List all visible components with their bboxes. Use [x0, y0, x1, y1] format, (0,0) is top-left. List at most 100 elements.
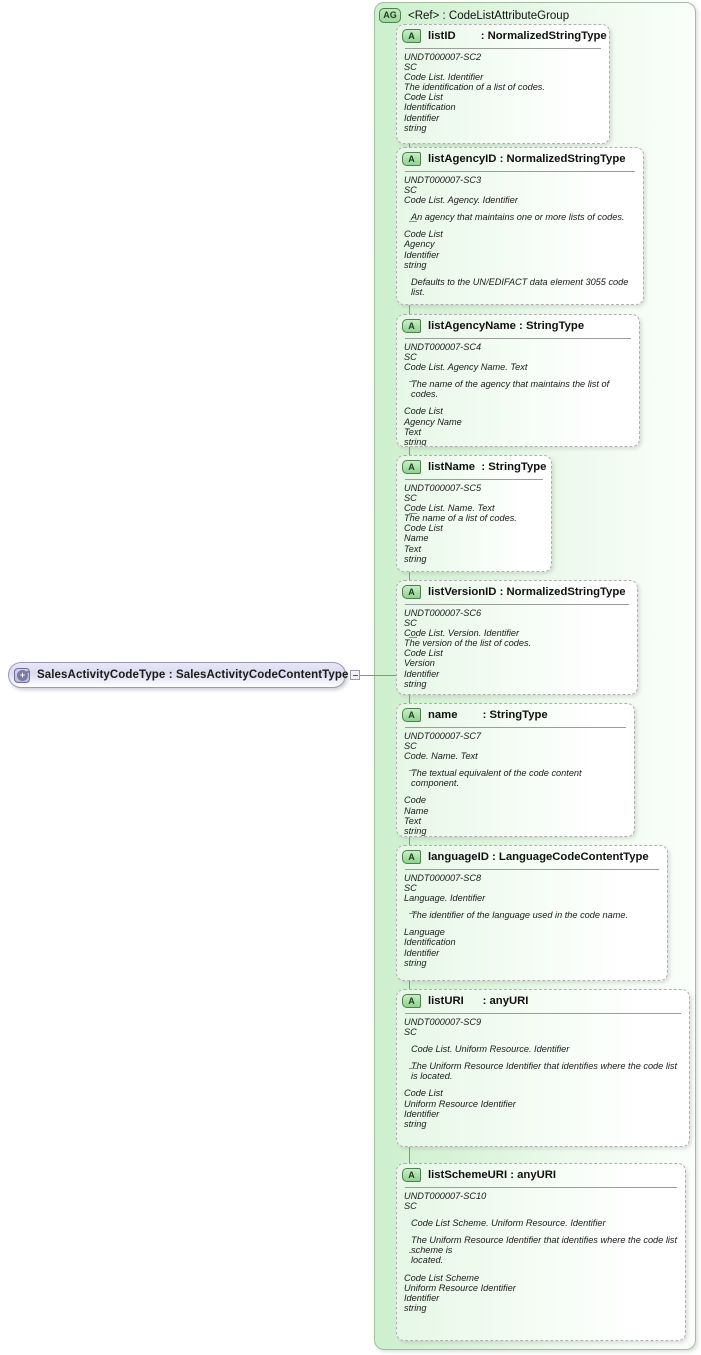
attribute-header[interactable]: A listID : NormalizedStringType — [397, 25, 609, 47]
doc-line: Code List — [404, 229, 443, 240]
doc-line: string — [404, 553, 427, 564]
root-connector-line — [360, 674, 409, 676]
doc-line: Code — [404, 795, 426, 806]
doc-line: The name of a list of codes. — [404, 513, 517, 524]
doc-line: Code List. Version. Identifier — [404, 628, 520, 639]
doc-line: Uniform Resource Identifier — [404, 1282, 516, 1293]
branch-connector — [409, 913, 417, 914]
attribute-name-label: listAgencyName : StringType — [428, 320, 585, 332]
attribute-documentation: UNDT000007-SC4 SC Code List. Agency Name… — [397, 339, 639, 447]
doc-line: SC — [404, 741, 417, 752]
doc-line: Text — [404, 543, 422, 554]
doc-line: string — [404, 122, 427, 133]
attribute-name-label: listName : StringType — [428, 461, 547, 473]
doc-line: The Uniform Resource Identifier that ide… — [411, 1061, 680, 1082]
doc-line: Language — [404, 927, 445, 938]
attribute-box-listVersionID[interactable]: A listVersionID : NormalizedStringType U… — [396, 580, 638, 695]
doc-line: Name — [404, 533, 429, 544]
attribute-header[interactable]: A languageID : LanguageCodeContentType — [397, 846, 667, 868]
attribute-header[interactable]: A listAgencyName : StringType — [397, 315, 639, 337]
doc-line: Agency — [404, 239, 435, 250]
doc-line: Code List Scheme. Uniform Resource. Iden… — [411, 1218, 606, 1229]
collapse-toggle-button[interactable] — [350, 670, 360, 680]
doc-line: Code List. Agency Name. Text — [404, 362, 528, 373]
header-divider — [405, 338, 631, 339]
expand-plus-icon[interactable]: + — [17, 669, 28, 681]
attribute-documentation: UNDT000007-SC3 SC Code List. Agency. Ide… — [397, 172, 643, 302]
attribute-documentation: UNDT000007-SC6 SC Code List. Version. Id… — [397, 605, 637, 694]
root-complextype-node[interactable]: CT + SalesActivityCodeType : SalesActivi… — [8, 662, 348, 688]
attribute-box-name[interactable]: A name : StringType UNDT000007-SC7 SC Co… — [396, 703, 635, 837]
header-divider — [405, 1187, 677, 1188]
doc-line: Agency Name — [404, 416, 462, 427]
doc-line: UNDT000007-SC6 — [404, 608, 482, 618]
doc-line: Code List — [404, 1088, 443, 1099]
attribute-header[interactable]: A listAgencyID : NormalizedStringType — [397, 148, 643, 170]
doc-line: SC — [404, 352, 417, 363]
attribute-badge-icon: A — [402, 29, 421, 43]
attribute-header[interactable]: A name : StringType — [397, 704, 634, 726]
branch-connector — [409, 770, 417, 771]
attribute-documentation: UNDT000007-SC9 SC Code List. Uniform Res… — [397, 1014, 689, 1134]
attribute-header[interactable]: A listVersionID : NormalizedStringType — [397, 581, 637, 603]
doc-line: Text — [404, 426, 422, 437]
attribute-box-listAgencyID[interactable]: A listAgencyID : NormalizedStringType UN… — [396, 147, 644, 305]
attribute-name-label: listURI : anyURI — [428, 995, 529, 1007]
doc-line: Code. Name. Text — [404, 751, 478, 762]
doc-line: string — [404, 825, 427, 836]
header-divider — [405, 48, 601, 49]
doc-line: string — [404, 1118, 427, 1129]
attribute-box-listSchemeURI[interactable]: A listSchemeURI : anyURI UNDT000007-SC10… — [396, 1163, 686, 1341]
attribute-name-label: listVersionID : NormalizedStringType — [428, 586, 626, 598]
attribute-header[interactable]: A listName : StringType — [397, 456, 551, 478]
doc-line: SC — [404, 618, 417, 629]
attribute-badge-icon: A — [402, 319, 421, 333]
doc-line: The identifier of the language used in t… — [411, 910, 629, 921]
doc-line: Identifier — [404, 112, 440, 123]
doc-line: Uniform Resource Identifier — [404, 1098, 516, 1109]
doc-line: Code List. Agency. Identifier — [404, 195, 518, 206]
doc-line: located. — [411, 1255, 444, 1266]
branch-connector — [409, 221, 417, 222]
header-divider — [405, 479, 543, 480]
attribute-badge-icon: A — [402, 850, 421, 864]
doc-line: string — [404, 436, 427, 447]
doc-line: The identification of a list of codes. — [404, 82, 545, 93]
attribute-badge-icon: A — [402, 708, 421, 722]
doc-line: Code List — [404, 648, 443, 659]
doc-line: SC — [404, 1027, 417, 1038]
attribute-documentation: UNDT000007-SC2 SC Code List. Identifier … — [397, 49, 609, 138]
doc-line: Code List — [404, 92, 443, 103]
doc-line: Identifier — [404, 1292, 440, 1303]
header-divider — [405, 1013, 681, 1014]
branch-connector — [409, 513, 417, 514]
doc-line: SC — [404, 493, 417, 504]
attribute-group-header[interactable]: AG <Ref> : CodeListAttributeGroup — [379, 8, 569, 23]
doc-line: Code List. Identifier — [404, 72, 484, 83]
doc-line: Code List Scheme — [404, 1272, 480, 1283]
attribute-box-languageID[interactable]: A languageID : LanguageCodeContentType U… — [396, 845, 668, 981]
doc-line: UNDT000007-SC8 — [404, 873, 482, 883]
attribute-badge-icon: A — [402, 585, 421, 599]
doc-line: SC — [404, 883, 417, 894]
attribute-box-listURI[interactable]: A listURI : anyURI UNDT000007-SC9 SC Cod… — [396, 989, 690, 1147]
attribute-badge-icon: A — [402, 152, 421, 166]
doc-line: SC — [404, 185, 417, 196]
doc-line: string — [404, 259, 427, 270]
doc-line: string — [404, 678, 427, 689]
attribute-name-label: languageID : LanguageCodeContentType — [428, 851, 649, 863]
attribute-box-listName[interactable]: A listName : StringType UNDT000007-SC5 S… — [396, 455, 552, 572]
attribute-box-listAgencyName[interactable]: A listAgencyName : StringType UNDT000007… — [396, 314, 640, 447]
attribute-name-label: listSchemeURI : anyURI — [428, 1169, 557, 1181]
attribute-badge-icon: A — [402, 460, 421, 474]
attribute-documentation: UNDT000007-SC8 SC Language. Identifier T… — [397, 870, 667, 973]
doc-line: Identifier — [404, 668, 440, 679]
attribute-group-title: <Ref> : CodeListAttributeGroup — [408, 9, 570, 22]
doc-line: Identifier — [404, 1108, 440, 1119]
attribute-box-listID[interactable]: A listID : NormalizedStringType UNDT0000… — [396, 24, 610, 144]
attribute-header[interactable]: A listURI : anyURI — [397, 990, 689, 1012]
doc-line: SC — [404, 62, 417, 73]
branch-connector — [409, 1068, 417, 1069]
doc-line: UNDT000007-SC9 — [404, 1017, 482, 1027]
attribute-header[interactable]: A listSchemeURI : anyURI — [397, 1164, 685, 1186]
